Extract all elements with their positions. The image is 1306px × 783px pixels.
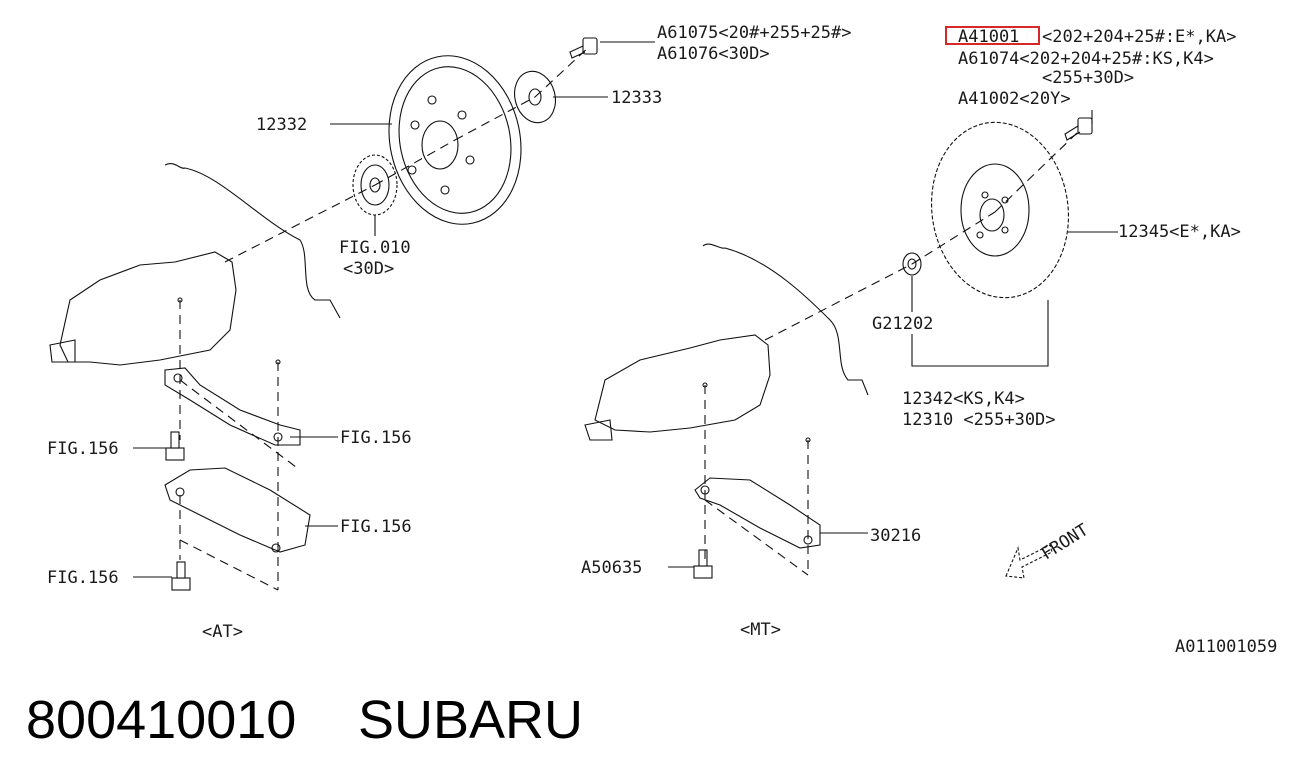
flywheel-12345 <box>931 121 1069 299</box>
bolt-a61075 <box>569 37 598 59</box>
engine-block-mt <box>584 243 869 441</box>
diagram-id: A011001059 <box>1175 637 1277 657</box>
highlight-box-a41001 <box>945 26 1040 45</box>
label-a41002: A41002<20Y> <box>958 89 1071 109</box>
label-30216: 30216 <box>870 526 921 546</box>
label-a50635: A50635 <box>581 558 642 578</box>
engine-block-at <box>49 163 341 366</box>
label-fig010-sub: <30D> <box>343 259 394 279</box>
bolt-fig156-at-lower <box>171 561 191 591</box>
label-fig156-d: FIG.156 <box>47 568 119 588</box>
label-12310: 12310 <255+30D> <box>902 410 1056 430</box>
label-a41001: A41001 <box>958 27 1019 47</box>
label-front: FRONT <box>1038 520 1092 564</box>
label-fig156-c: FIG.156 <box>340 517 412 537</box>
caption-part-number: 800410010 <box>26 690 296 750</box>
label-12332: 12332 <box>256 115 307 135</box>
label-at: <AT> <box>202 622 243 642</box>
label-a61074: A61074<202+204+25#:KS,K4> <box>958 49 1214 69</box>
caption-brand: SUBARU <box>358 690 583 750</box>
label-g21202: G21202 <box>872 314 933 334</box>
label-fig010: FIG.010 <box>339 238 411 258</box>
label-fig156-b: FIG.156 <box>340 428 412 448</box>
label-12345: 12345<E*,KA> <box>1118 222 1241 242</box>
cover-plate-lower-at <box>164 467 311 553</box>
label-a61075: A61075<20#+255+25#> <box>657 23 851 43</box>
cover-plate-30216 <box>694 477 821 549</box>
label-a61074-sub: <255+30D> <box>1042 68 1134 88</box>
front-arrow-icon <box>1005 544 1053 579</box>
label-mt: <MT> <box>740 620 781 640</box>
cover-plate-upper-at <box>164 367 301 446</box>
label-a61076: A61076<30D> <box>657 44 770 64</box>
label-12342: 12342<KS,K4> <box>902 389 1025 409</box>
label-a41001-tail: <202+204+25#:E*,KA> <box>1042 27 1236 47</box>
bolt-fig156-at-upper <box>165 431 185 461</box>
label-12333: 12333 <box>611 88 662 108</box>
bolt-a50635 <box>693 549 713 579</box>
bolt-a41001 <box>1064 117 1093 141</box>
label-fig156-a: FIG.156 <box>47 439 119 459</box>
